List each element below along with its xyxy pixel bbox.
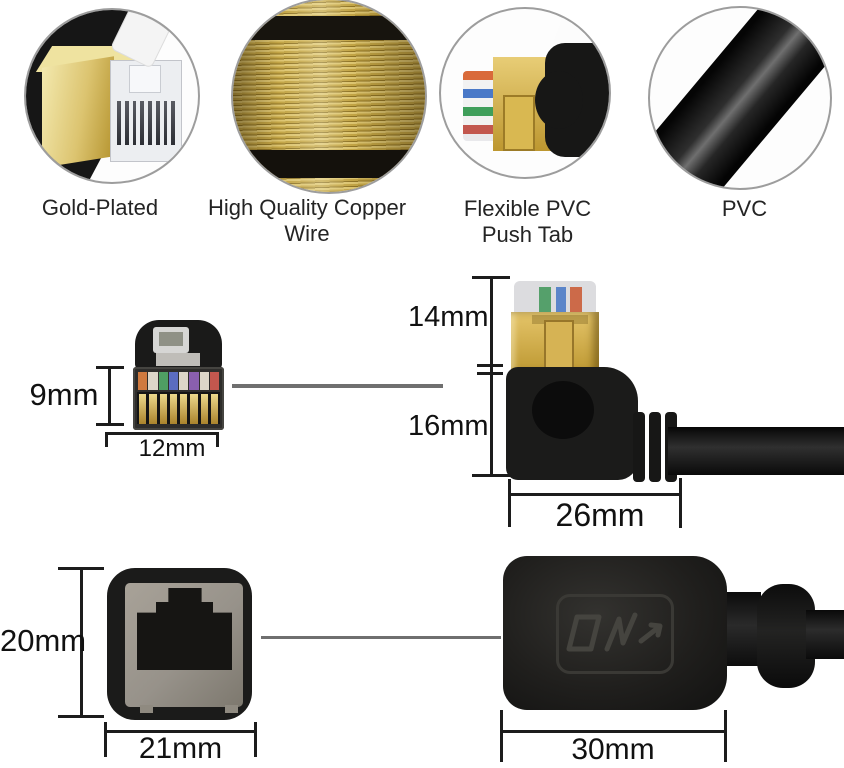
measure-divider-tick-lower bbox=[477, 372, 503, 375]
gold-pins-row bbox=[137, 392, 220, 424]
strain-relief-rib bbox=[633, 412, 645, 482]
feature-label-pvc: PVC bbox=[721, 196, 768, 221]
wire-stripe-orange bbox=[570, 287, 582, 312]
feature-photo-gold-plated bbox=[24, 8, 200, 184]
wire-stripe-green bbox=[539, 287, 551, 312]
female-side-strain-boot bbox=[757, 584, 815, 688]
feature-label-push-tab-line2: Push Tab bbox=[481, 222, 574, 247]
connector-clip bbox=[129, 65, 161, 93]
male-front-face bbox=[133, 367, 224, 430]
coil-top-shadow bbox=[233, 16, 425, 40]
measure-30mm-tick-right bbox=[724, 710, 727, 762]
pointer-line-male bbox=[232, 384, 443, 388]
dimension-label-16mm: 16mm bbox=[408, 410, 489, 442]
measure-divider-tick-upper bbox=[477, 364, 503, 367]
male-side-cable bbox=[668, 427, 844, 475]
coil-bottom-shadow bbox=[233, 150, 425, 178]
measure-26mm-line bbox=[508, 493, 682, 496]
dimension-label-9mm: 9mm bbox=[29, 377, 99, 412]
male-side-clear-tip bbox=[514, 281, 596, 314]
measure-12mm-line bbox=[105, 432, 219, 435]
feature-label-push-tab-line1: Flexible PVC bbox=[463, 196, 592, 221]
push-tab-dome bbox=[535, 71, 583, 129]
measure-26mm-tick-left bbox=[508, 479, 511, 527]
dimension-label-12mm: 12mm bbox=[138, 435, 206, 462]
measure-20mm-serif-top bbox=[58, 567, 104, 570]
measure-21mm-line bbox=[104, 730, 257, 733]
measure-30mm-tick-left bbox=[500, 710, 503, 762]
boot-inner-dome bbox=[532, 381, 594, 439]
measure-9mm-line bbox=[108, 368, 111, 426]
female-side-cable bbox=[806, 610, 844, 659]
gold-shell bbox=[42, 56, 114, 168]
measure-9mm-serif-top bbox=[96, 366, 124, 369]
measure-21mm-tick-left bbox=[104, 722, 107, 757]
pvc-cable-segment bbox=[650, 8, 830, 188]
pin-slots bbox=[117, 101, 175, 145]
gold-body-step bbox=[532, 315, 588, 324]
dimension-label-26mm: 26mm bbox=[555, 497, 645, 533]
measure-12mm-tick-left bbox=[105, 432, 108, 447]
feature-label-gold-plated: Gold-Plated bbox=[41, 195, 159, 220]
measure-9mm-serif-bottom bbox=[96, 423, 124, 426]
measure-14mm-serif-top bbox=[472, 276, 510, 279]
male-front-clip-window bbox=[159, 332, 183, 346]
feature-photo-copper-wire bbox=[231, 0, 427, 194]
feature-photo-push-tab bbox=[439, 7, 611, 179]
measure-12mm-tick-right bbox=[216, 432, 219, 447]
dimension-label-14mm: 14mm bbox=[408, 301, 489, 333]
measure-26mm-tick-right bbox=[679, 478, 682, 528]
pointer-line-female bbox=[261, 636, 501, 639]
feature-label-push-tab: Flexible PVC Push Tab bbox=[445, 196, 610, 248]
dimension-label-30mm: 30mm bbox=[571, 733, 655, 766]
dimension-label-20mm: 20mm bbox=[0, 623, 87, 658]
gold-contact-tab bbox=[503, 95, 535, 151]
connector-front-face bbox=[110, 60, 182, 162]
measure-16mm-serif-bottom bbox=[472, 474, 510, 477]
feature-photo-pvc bbox=[648, 6, 832, 190]
gold-body-tab bbox=[544, 320, 574, 373]
measure-21mm-tick-right bbox=[254, 722, 257, 757]
clear-connector-tip bbox=[463, 71, 495, 141]
embossed-brand-logo bbox=[556, 594, 674, 674]
measure-20mm-serif-bottom bbox=[58, 715, 104, 718]
wire-stripe-blue bbox=[556, 287, 566, 312]
male-front-clip-base bbox=[156, 353, 200, 366]
measure-14-16mm-line bbox=[490, 277, 493, 477]
wire-color-band bbox=[138, 372, 219, 390]
measure-20mm-line bbox=[80, 568, 83, 718]
face-bottom-tab bbox=[140, 705, 153, 713]
feature-label-copper-wire: High Quality Copper Wire bbox=[207, 195, 407, 246]
face-bottom-tab bbox=[225, 705, 238, 713]
dimension-label-21mm: 21mm bbox=[138, 732, 223, 765]
strain-relief-rib bbox=[649, 412, 661, 482]
female-side-neck bbox=[727, 592, 761, 666]
measure-30mm-line bbox=[500, 730, 727, 733]
